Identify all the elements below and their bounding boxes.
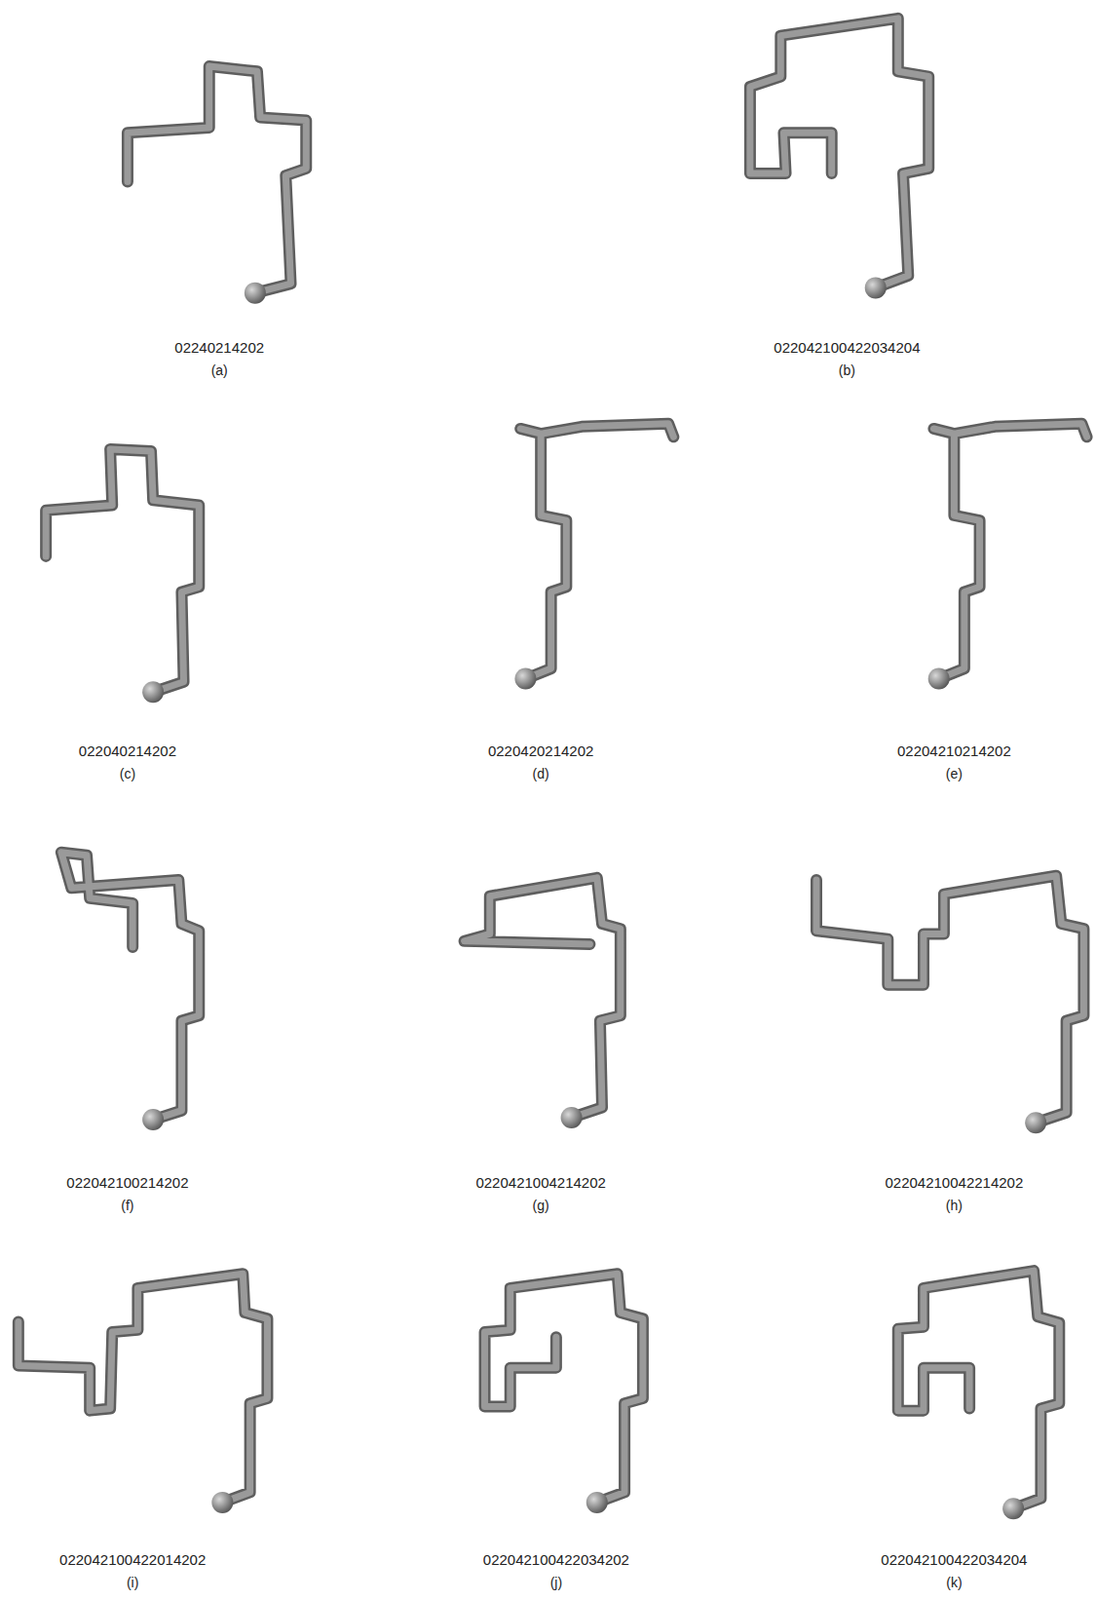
fold-tube-shadow [816,875,1084,1123]
lattice-fold [514,423,674,690]
start-ball [211,1491,233,1513]
sequence-code: 022042100422034202 [483,1550,630,1568]
sequence-code: 022042100214202 [66,1173,189,1191]
fold-tube-shadow [464,877,621,1118]
fold-tube [898,1270,1060,1509]
lattice-fold [928,423,1088,690]
fold-tube [933,423,1087,680]
fold-tube-shadow [898,1270,1060,1509]
fold-tube [61,852,199,1120]
start-ball [142,1108,164,1131]
sequence-code: 02204210042214202 [884,1173,1023,1191]
sequence-code: 022040214202 [78,742,177,759]
sequence-code: 02240214202 [174,339,265,356]
start-ball [561,1106,583,1129]
fold-tube-shadow [127,66,306,294]
lattice-fold [18,1273,268,1513]
lattice-fold [898,1270,1060,1519]
start-ball [1024,1111,1047,1134]
panel-letter: (d) [532,765,550,782]
fold-tube-shadow [750,18,929,289]
fold-tube [18,1273,268,1503]
sequence-code: 02204210214202 [897,742,1012,759]
panel-letter: (c) [119,765,136,782]
sequence-code: 022042100422034204 [773,339,920,356]
lattice-fold [485,1273,643,1513]
fold-tube-shadow [18,1273,268,1503]
lattice-fold [464,877,621,1129]
start-ball [244,282,266,304]
lattice-fold [750,18,929,300]
start-ball [586,1491,608,1513]
sequence-code: 022042100422014202 [59,1550,206,1568]
lattice-fold [127,66,306,304]
fold-tube-shadow [61,852,199,1120]
fold-tube [464,877,621,1118]
sequence-code: 022042100422034204 [880,1550,1027,1568]
lattice-fold [61,852,199,1131]
fold-tube-shadow [933,423,1087,680]
start-ball [865,276,887,299]
panel-letter: (k) [945,1574,962,1590]
sequence-code: 0220420214202 [488,742,594,759]
fold-tube-shadow [485,1273,643,1503]
panel-letter: (b) [838,362,856,378]
panel-letter: (a) [211,362,228,378]
fold-tube [127,66,306,294]
panel-letter: (h) [945,1197,963,1213]
panel-letter: (j) [550,1574,563,1590]
fold-tube [485,1273,643,1503]
fold-tube [750,18,929,289]
start-ball [1002,1497,1024,1519]
start-ball [514,668,536,690]
start-ball [928,668,950,690]
lattice-fold [816,875,1084,1134]
panel-letter: (g) [532,1197,550,1213]
fold-tube-shadow [520,423,674,680]
sequence-code: 0220421004214202 [475,1173,605,1191]
panel-letter: (e) [945,765,963,782]
fold-tube [45,449,199,692]
fold-tube [520,423,674,680]
panel-letter: (f) [120,1197,134,1213]
fold-tube [816,875,1084,1123]
panel-letter: (i) [126,1574,139,1590]
lattice-fold [45,449,199,703]
start-ball [142,680,164,703]
fold-tube-shadow [45,449,199,692]
